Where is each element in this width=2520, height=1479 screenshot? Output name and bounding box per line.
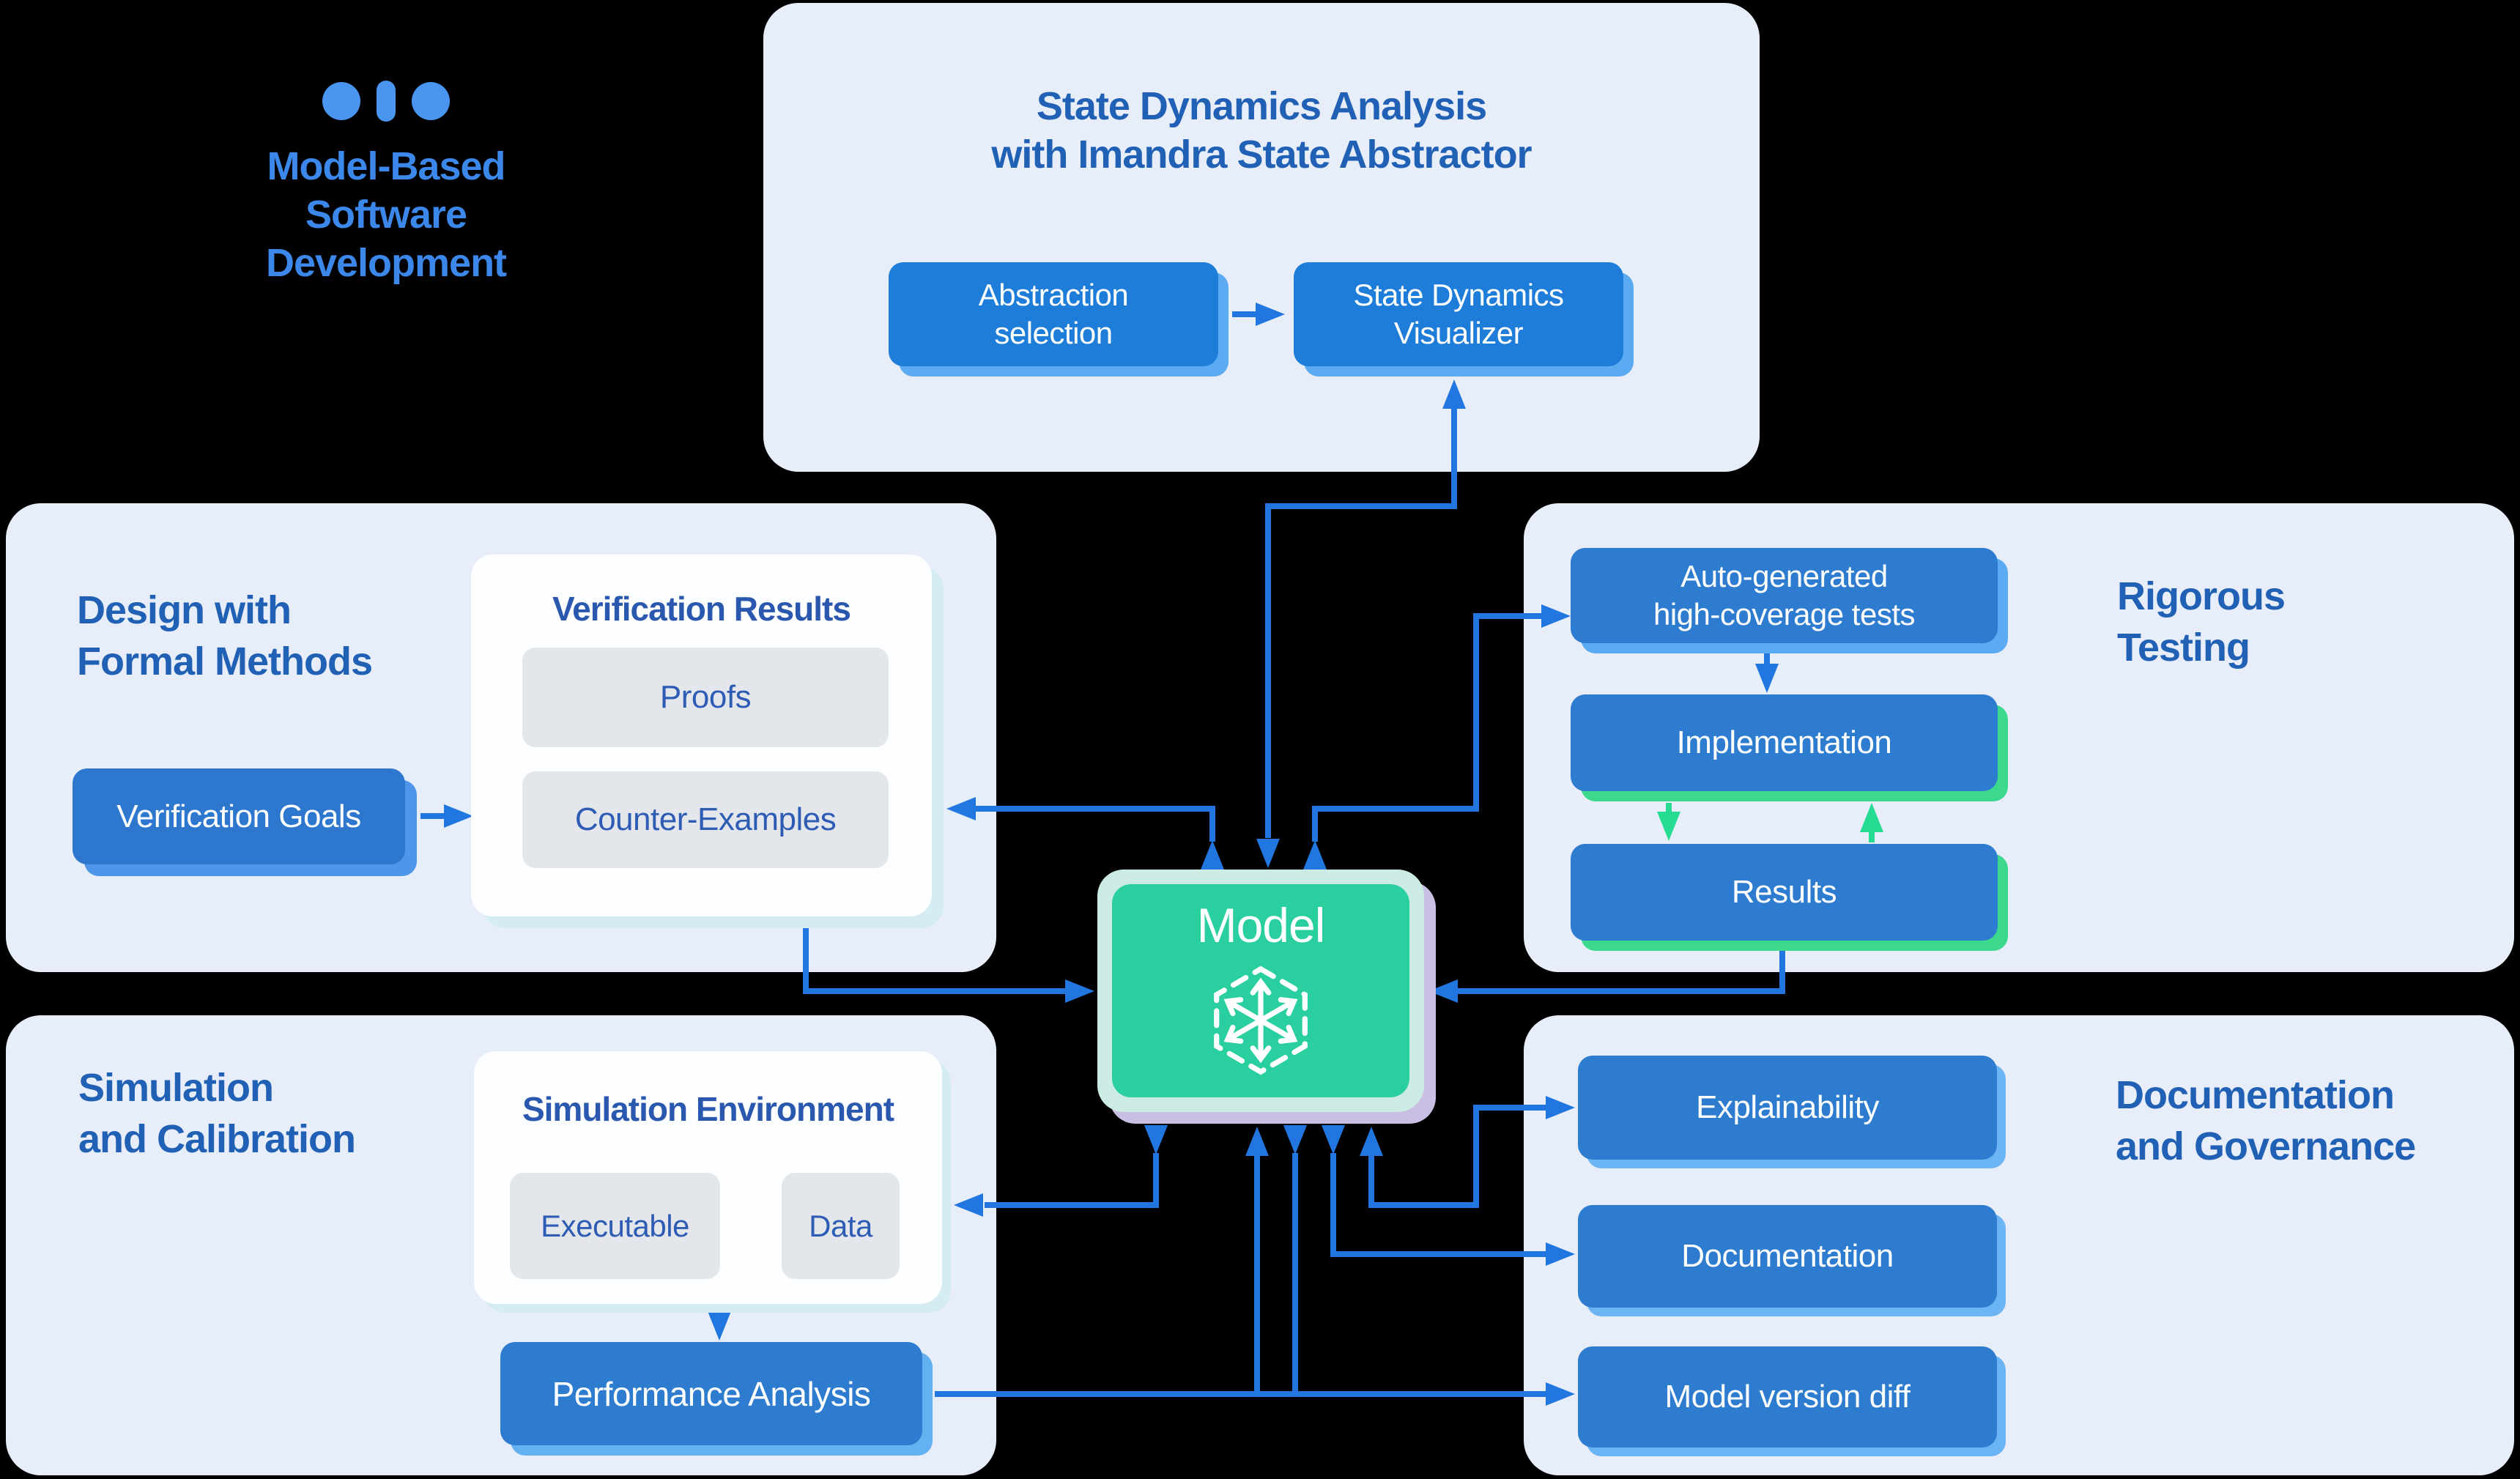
verification-goals-box: Verification Goals <box>73 768 405 864</box>
proofs-box: Proofs <box>522 648 889 747</box>
abstraction-selection-box: Abstraction selection <box>889 262 1218 366</box>
results-box: Results <box>1571 844 1998 941</box>
abstraction-selection-line1: Abstraction <box>978 278 1129 312</box>
doc-gov-title-line1: Documentation <box>2116 1073 2395 1117</box>
rigorous-title-line2: Testing <box>2117 626 2250 670</box>
rigorous-title-line1: Rigorous <box>2117 574 2286 618</box>
simulation-title-line2: and Calibration <box>78 1117 356 1161</box>
model-cube-icon <box>1214 965 1308 1075</box>
simulation-title-line1: Simulation <box>78 1066 274 1110</box>
logo-title-line2: Software <box>305 193 467 237</box>
logo-title-line1: Model-Based <box>267 144 505 188</box>
simulation-calibration-title: Simulation and Calibration <box>78 1062 356 1165</box>
model-label: Model <box>1196 898 1326 952</box>
model-box: Model <box>1112 884 1409 1097</box>
state-dynamics-title-line1: State Dynamics Analysis <box>1036 84 1487 128</box>
state-dynamics-title-line2: with Imandra State Abstractor <box>991 133 1532 177</box>
counter-examples-box: Counter-Examples <box>522 771 889 868</box>
design-title-line1: Design with <box>77 588 292 632</box>
auto-generated-tests-box: Auto-generated high-coverage tests <box>1571 548 1998 643</box>
rigorous-testing-title: Rigorous Testing <box>2117 571 2286 673</box>
auto-tests-line1: Auto-generated <box>1680 559 1888 593</box>
design-formal-methods-title: Design with Formal Methods <box>77 585 373 687</box>
logo-dot-right-icon <box>412 82 450 120</box>
performance-analysis-box: Performance Analysis <box>500 1342 922 1445</box>
state-dynamics-visualizer-box: State Dynamics Visualizer <box>1294 262 1623 366</box>
executable-box: Executable <box>510 1173 720 1279</box>
logo-dot-middle-icon <box>377 81 396 122</box>
implementation-box: Implementation <box>1571 694 1998 791</box>
doc-gov-title-line2: and Governance <box>2116 1124 2416 1168</box>
logo-title: Model-Based Software Development <box>225 142 547 287</box>
documentation-box: Documentation <box>1578 1205 1997 1308</box>
abstraction-selection-line2: selection <box>994 316 1113 350</box>
design-title-line2: Formal Methods <box>77 640 373 683</box>
state-dynamics-title: State Dynamics Analysis with Imandra Sta… <box>763 82 1760 179</box>
panel-state-dynamics <box>763 3 1760 472</box>
logo-dots-icon <box>225 81 547 122</box>
verification-results-title: Verification Results <box>552 590 851 628</box>
explainability-box: Explainability <box>1578 1056 1997 1160</box>
imandra-logo: Model-Based Software Development <box>225 81 547 287</box>
auto-tests-line2: high-coverage tests <box>1653 597 1916 631</box>
model-version-diff-box: Model version diff <box>1578 1346 1997 1448</box>
documentation-governance-title: Documentation and Governance <box>2116 1070 2416 1172</box>
logo-title-line3: Development <box>265 241 507 285</box>
data-box: Data <box>782 1173 900 1279</box>
visualizer-line1: State Dynamics <box>1353 278 1564 312</box>
simulation-environment-title: Simulation Environment <box>522 1090 894 1128</box>
logo-dot-left-icon <box>322 82 360 120</box>
visualizer-line2: Visualizer <box>1393 316 1524 350</box>
